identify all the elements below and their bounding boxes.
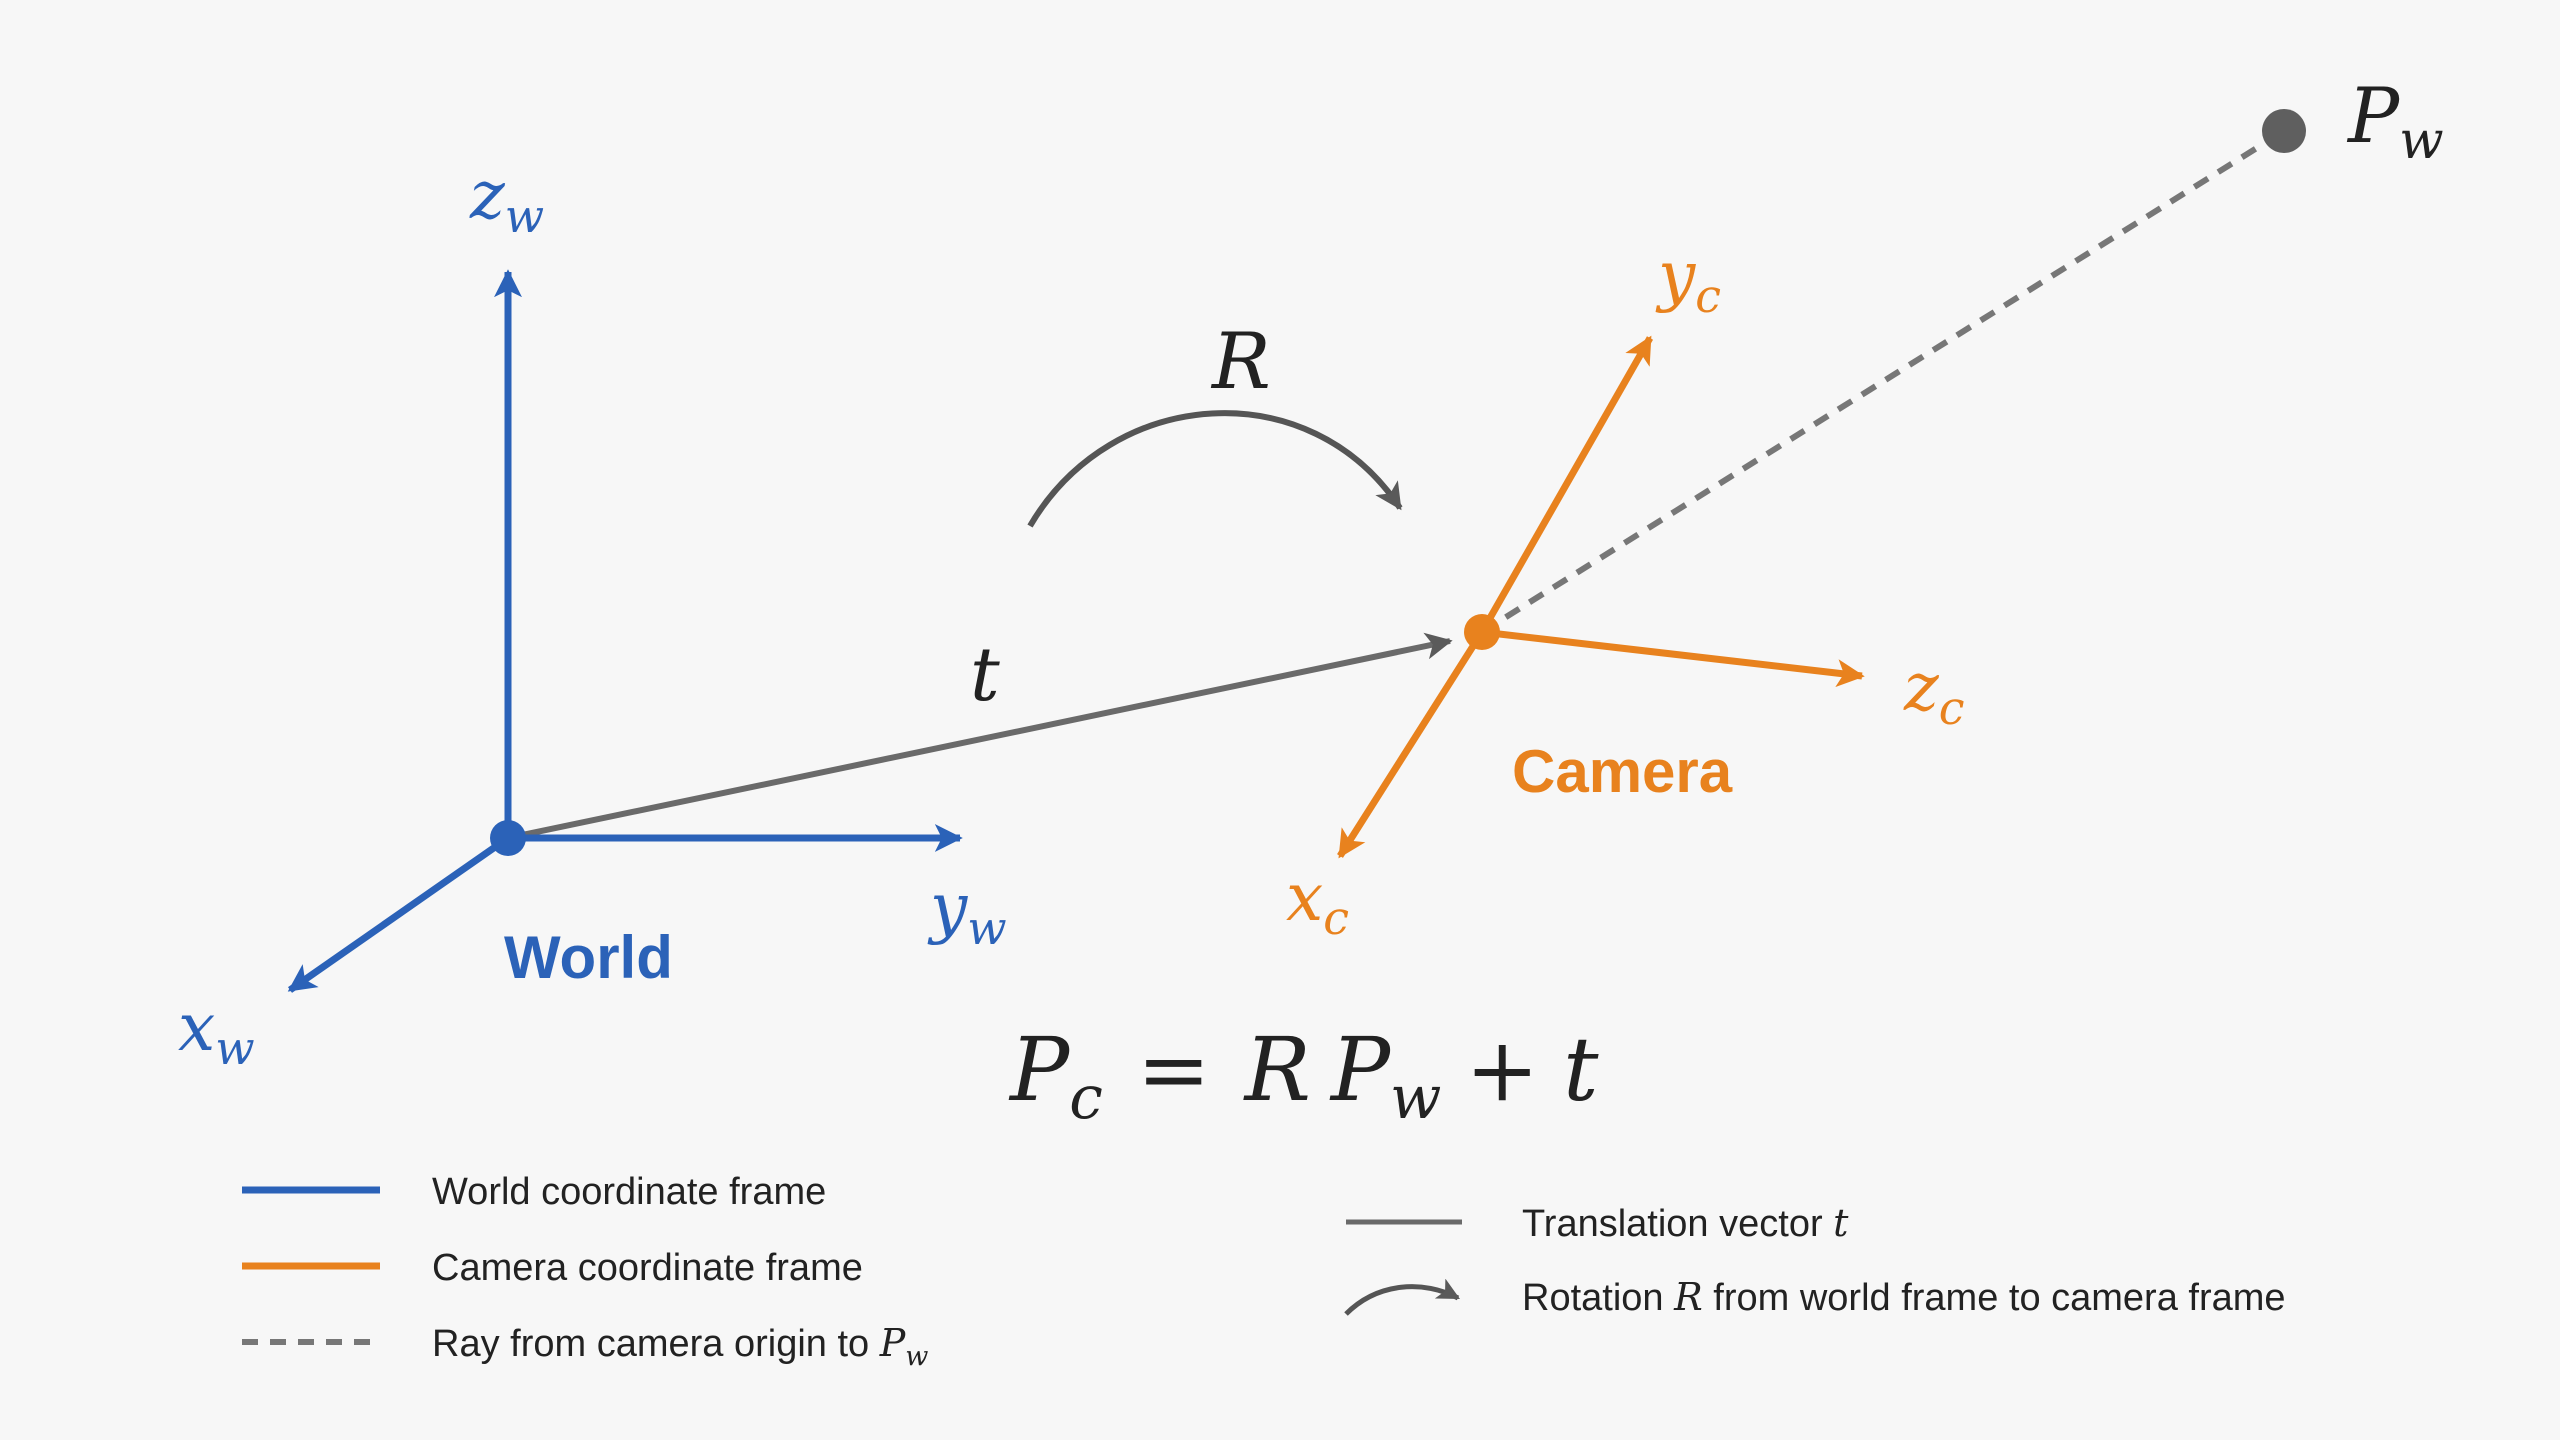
- translation-label: t: [970, 632, 1000, 718]
- ray-line: [1480, 128, 2286, 635]
- legend-ray-text: Ray from camera origin to Pw: [432, 1321, 928, 1372]
- world-x-axis: [287, 835, 511, 993]
- camera-origin-dot: [1464, 614, 1500, 650]
- legend-camera-text: Camera coordinate frame: [432, 1247, 863, 1289]
- z-w-label: zw: [469, 157, 544, 243]
- legend-world-text: World coordinate frame: [432, 1171, 826, 1213]
- z-c-label: zc: [1903, 649, 1965, 735]
- p-w-label: Pw: [2346, 71, 2444, 171]
- world-origin-dot: [490, 820, 526, 856]
- legend-rotation-swatch: [1344, 1278, 1460, 1316]
- legend-rotation-text: Rotation R from world frame to camera fr…: [1522, 1275, 2286, 1319]
- world-frame-label: World: [504, 924, 673, 991]
- x-c-label: xc: [1286, 859, 1349, 945]
- y-c-label: yc: [1655, 237, 1721, 323]
- legend-translation-text: Translation vector t: [1522, 1201, 1849, 1245]
- rotation-label: R: [1210, 317, 1271, 407]
- camera-z-axis: [1481, 628, 1865, 688]
- point-pw-dot: [2262, 109, 2306, 153]
- camera-frame-label: Camera: [1512, 738, 1733, 805]
- translation-vector-arrow: [507, 632, 1453, 841]
- camera-y-axis: [1478, 335, 1654, 634]
- legend: World coordinate frame Camera coordinate…: [242, 1171, 2286, 1372]
- x-w-label: xw: [178, 989, 255, 1075]
- camera-x-axis: [1337, 630, 1485, 859]
- rotation-arc-arrow: [1027, 410, 1403, 528]
- y-w-label: yw: [927, 869, 1007, 955]
